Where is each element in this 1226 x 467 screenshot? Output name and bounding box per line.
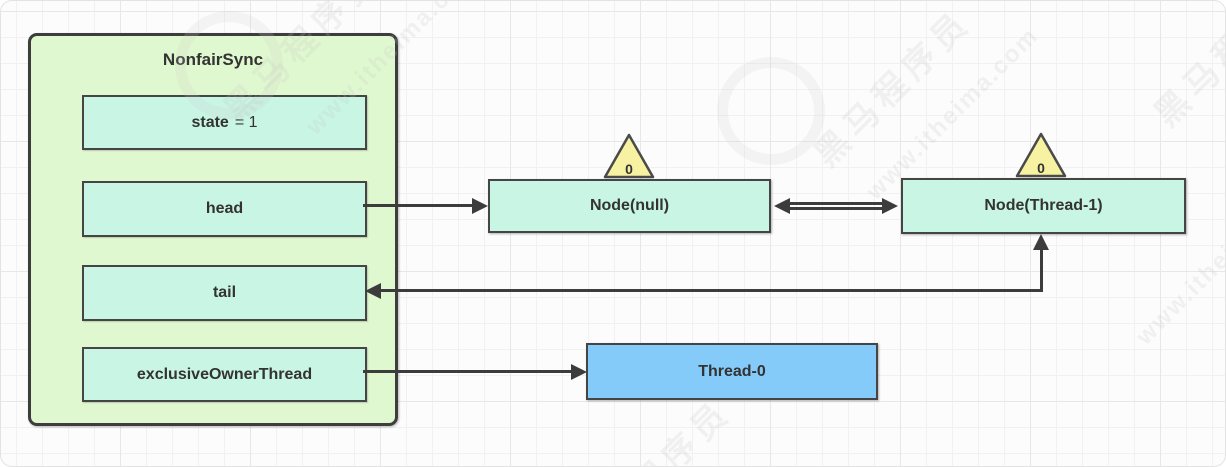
owner-to-thread-arrow-line xyxy=(363,370,573,373)
tail-link-vertical-line xyxy=(1040,247,1043,292)
warning-triangle-icon: 0 xyxy=(602,132,656,180)
node-link-left-arrowhead-icon xyxy=(774,198,790,214)
nonfairsync-container: NonfairSync state = 1 head tail exclusiv… xyxy=(28,33,398,426)
tail-link-horizontal-line xyxy=(380,289,1042,292)
watermark-brand-text: 黑马程序员 xyxy=(1147,0,1226,135)
warning-triangle-icon: 0 xyxy=(1014,131,1068,179)
head-to-node-arrow-line xyxy=(363,204,473,207)
node-link-double-line xyxy=(787,202,885,210)
state-field-value: = 1 xyxy=(234,113,258,131)
field-head: head xyxy=(82,181,367,237)
nonfairsync-title: NonfairSync xyxy=(162,50,264,69)
node-thread1-wait-status: 0 xyxy=(1037,160,1045,176)
thread0-label: Thread-0 xyxy=(698,362,766,380)
node-thread1-label: Node(Thread-1) xyxy=(984,197,1103,214)
field-exclusive-owner-thread: exclusiveOwnerThread xyxy=(82,347,367,402)
watermark-brand-text: 黑马程序员 xyxy=(807,2,980,175)
owner-to-thread-arrowhead-icon xyxy=(571,364,587,380)
node-null-box: Node(null) xyxy=(488,179,771,233)
tail-arrowhead-icon xyxy=(365,283,381,299)
field-state: state = 1 xyxy=(82,95,367,150)
node-thread1-box: Node(Thread-1) xyxy=(901,178,1186,234)
field-tail: tail xyxy=(82,265,367,321)
watermark-ring-icon xyxy=(717,57,825,165)
node-link-right-arrowhead-icon xyxy=(882,198,898,214)
tail-to-node-arrowhead-icon xyxy=(1033,234,1049,250)
node-null-label: Node(null) xyxy=(589,197,670,214)
thread0-box: Thread-0 xyxy=(586,343,878,400)
head-field-label: head xyxy=(205,200,244,217)
node-null-wait-status: 0 xyxy=(625,161,633,177)
state-field-name: state xyxy=(191,113,229,131)
owner-field-label: exclusiveOwnerThread xyxy=(136,365,313,383)
tail-field-label: tail xyxy=(212,284,237,301)
head-to-node-arrowhead-icon xyxy=(472,198,488,214)
